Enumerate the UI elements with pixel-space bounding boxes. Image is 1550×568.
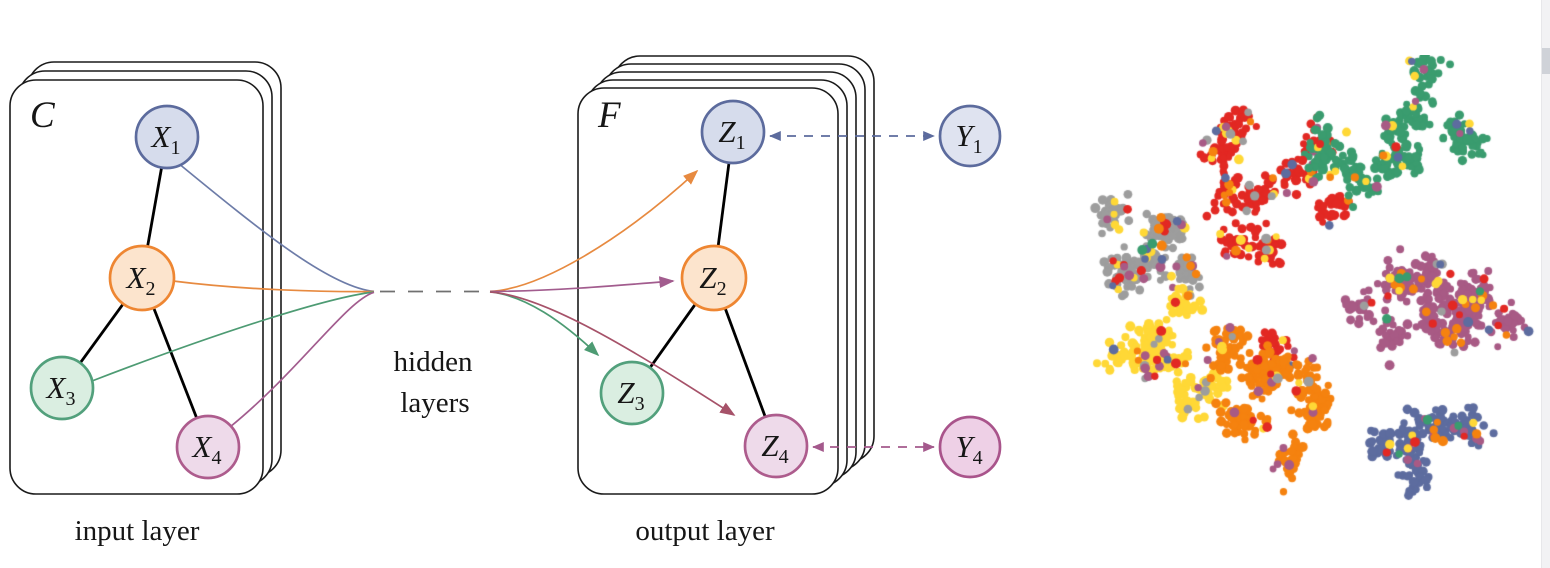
scrollbar-thumb[interactable] [1542,48,1550,74]
node-label-z2: Z2 [699,260,726,300]
node-label-x2: X2 [125,260,156,300]
flow-line-x2 [172,280,375,293]
node-label-x4: X4 [191,429,222,469]
flow-line-x4 [229,291,375,428]
output-panel-tag: F [597,95,621,136]
input-panel-tag: C [30,95,56,136]
node-label-y4: Y4 [955,429,982,469]
hidden-layers-caption: hidden layers [394,346,473,419]
scrollbar-track[interactable] [1541,0,1550,568]
flow-line-x1 [177,162,375,293]
flow-line-x3 [91,291,375,382]
graph-node-labels: X1 X2 X3 X4 Z1 Z2 Z3 Z4 Y1 Y4 [45,114,983,469]
tsne-scatter-plot [1080,55,1550,520]
node-y4 [938,415,1002,479]
node-label-z1: Z1 [718,114,745,154]
node-z2 [680,244,748,312]
flow-arrow-z1 [489,169,699,293]
flow-arrow-z2 [489,276,675,293]
graph-diagram: X1 X2 X3 X4 Z1 Z2 Z3 Z4 Y1 Y4 C F input … [9,55,1002,547]
node-label-z4: Z4 [761,428,788,468]
node-x1 [134,104,200,170]
encoder-flow-lines [91,162,375,428]
hidden-layers-caption-line2: layers [400,387,469,419]
node-z3 [599,360,665,426]
node-x4 [175,414,241,480]
hidden-layers-caption-line1: hidden [394,346,473,378]
decoder-flow-lines [489,169,736,416]
node-x3 [29,355,95,421]
node-x2 [108,244,176,312]
node-label-x1: X1 [150,119,181,159]
node-label-x3: X3 [45,370,76,410]
flow-arrow-z4 [489,291,736,416]
input-layer-caption: input layer [75,515,200,547]
node-label-y1: Y1 [955,118,982,158]
output-layer-caption: output layer [635,515,775,547]
node-label-z3: Z3 [617,375,644,415]
node-y1 [938,104,1002,168]
node-z4 [743,413,809,479]
graph-nodes [29,99,1002,480]
node-z1 [700,99,766,165]
